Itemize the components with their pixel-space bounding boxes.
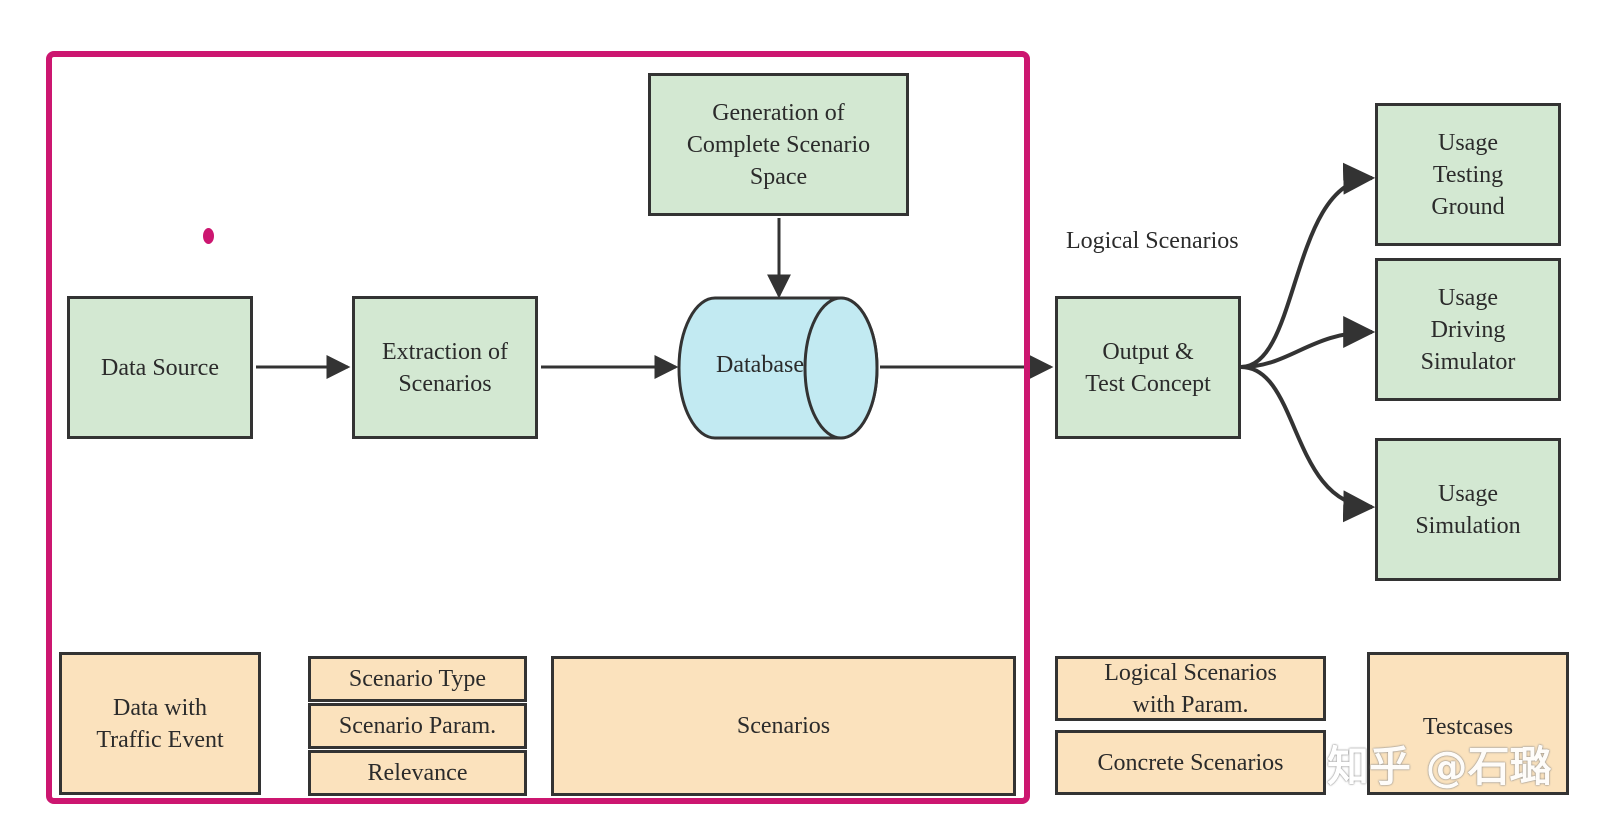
artifact-testcases-label: Testcases bbox=[1422, 714, 1514, 740]
node-usage-driving-simulator: Usage Driving Simulator bbox=[1375, 258, 1561, 401]
artifact-scenario-type-label: Scenario Type bbox=[348, 666, 487, 692]
artifact-logical-scenarios-with-param: Logical Scenarios with Param. bbox=[1055, 656, 1326, 721]
artifact-scenario-type: Scenario Type bbox=[308, 656, 527, 702]
node-database-label: Database bbox=[716, 352, 804, 378]
arrow-output-to-simulation bbox=[1240, 365, 1376, 523]
node-generation: Generation of Complete Scenario Space bbox=[648, 73, 909, 216]
artifact-scenarios-label: Scenarios bbox=[736, 713, 831, 739]
watermark: 知乎 @石璐 bbox=[1327, 742, 1552, 791]
node-usage-driving-simulator-label: Usage Driving Simulator bbox=[1420, 284, 1516, 375]
artifact-concrete-scenarios-label: Concrete Scenarios bbox=[1097, 749, 1284, 776]
highlight-frame bbox=[46, 51, 1030, 804]
node-usage-simulation: Usage Simulation bbox=[1375, 438, 1561, 581]
edge-label-logical-scenarios: Logical Scenarios bbox=[1066, 228, 1239, 254]
arrow-output-to-driving-simulator bbox=[1240, 316, 1376, 369]
artifact-concrete-scenarios: Concrete Scenarios bbox=[1055, 730, 1326, 795]
node-generation-label: Generation of Complete Scenario Space bbox=[686, 99, 871, 190]
node-usage-simulation-label: Usage Simulation bbox=[1415, 480, 1521, 539]
artifact-relevance: Relevance bbox=[308, 750, 527, 796]
node-data-source-label: Data Source bbox=[101, 354, 219, 381]
artifact-scenario-param: Scenario Param. bbox=[308, 703, 527, 749]
artifact-relevance-label: Relevance bbox=[367, 760, 468, 786]
node-data-source: Data Source bbox=[67, 296, 253, 439]
node-output: Output & Test Concept bbox=[1055, 296, 1241, 439]
node-extraction-label: Extraction of Scenarios bbox=[382, 338, 508, 397]
node-extraction: Extraction of Scenarios bbox=[352, 296, 538, 439]
database-cylinder bbox=[677, 296, 879, 440]
artifact-data-with-traffic-event-label: Data with Traffic Event bbox=[96, 694, 224, 753]
node-usage-testing-ground: Usage Testing Ground bbox=[1375, 103, 1561, 246]
node-output-label: Output & Test Concept bbox=[1085, 338, 1211, 397]
highlight-dot bbox=[203, 228, 214, 244]
artifact-scenario-param-label: Scenario Param. bbox=[338, 713, 497, 739]
artifact-scenarios: Scenarios bbox=[551, 656, 1016, 796]
artifact-logical-scenarios-with-param-label: Logical Scenarios with Param. bbox=[1104, 659, 1277, 718]
artifact-data-with-traffic-event: Data with Traffic Event bbox=[59, 652, 261, 795]
artifact-testcases: Testcases bbox=[1367, 652, 1569, 795]
node-usage-testing-ground-label: Usage Testing Ground bbox=[1431, 129, 1505, 220]
arrow-output-to-testing-ground bbox=[1240, 162, 1376, 369]
